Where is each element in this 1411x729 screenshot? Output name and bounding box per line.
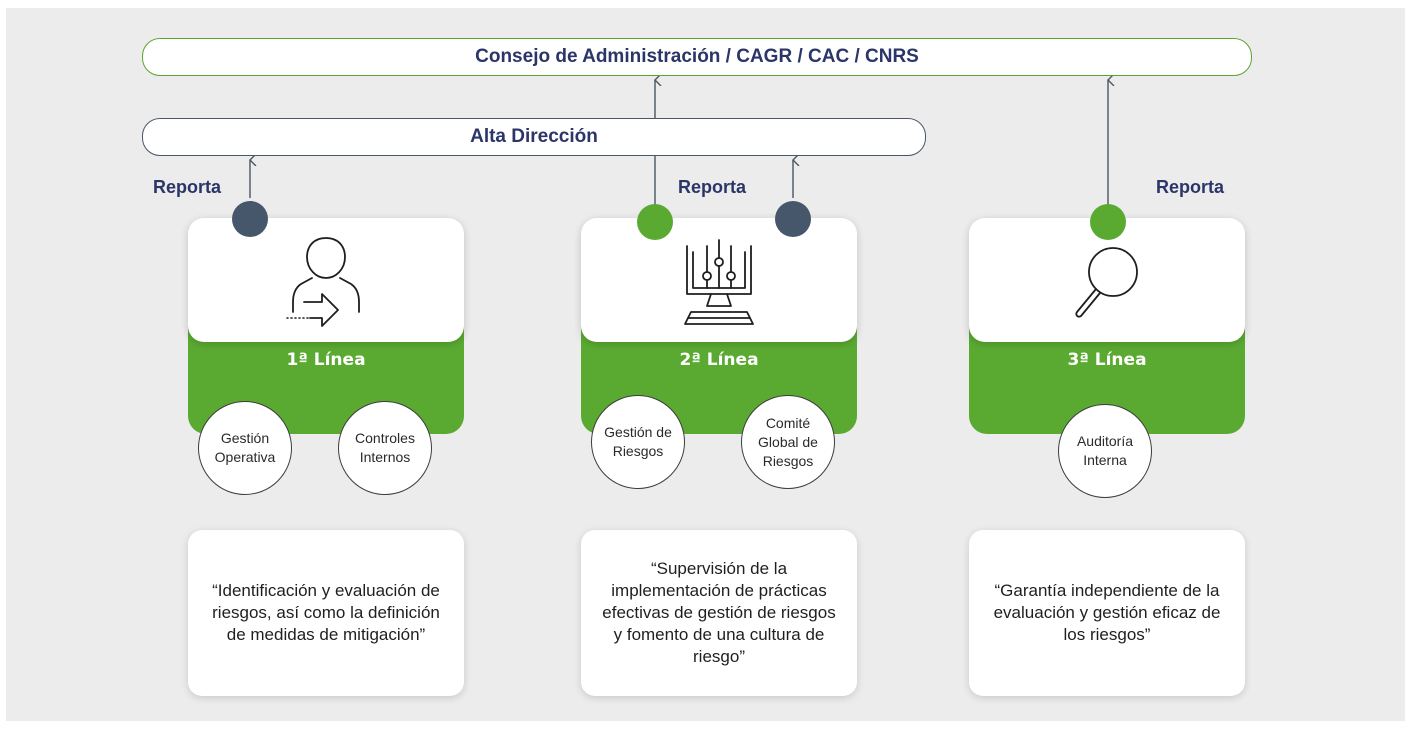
board-of-directors-banner: Consejo de Administración / CAGR / CAC /… [142, 38, 1252, 76]
description-box-line2: “Supervisión de la implementación de prá… [581, 530, 857, 696]
report-dot-line2-green [637, 204, 673, 240]
line-card-1-header [188, 218, 464, 342]
reporta-label-line3: Reporta [1156, 177, 1225, 197]
function-circle-controles-internos: Controles Internos [338, 401, 432, 495]
function-circle-auditoria-interna: Auditoría Interna [1058, 404, 1152, 498]
person-arrow-icon [286, 237, 360, 327]
line-title: 1ª Línea [286, 350, 366, 370]
magnifier-icon [1075, 247, 1138, 318]
reporta-label-line2: Reporta [678, 177, 747, 197]
board-label: Consejo de Administración / CAGR / CAC /… [475, 46, 919, 67]
report-dot-line2-dark [775, 201, 811, 237]
line-card-1: 1ª Línea [188, 218, 464, 434]
function-circle-gestion-operativa: Gestión Operativa [198, 401, 292, 495]
report-dot-line1 [232, 201, 268, 237]
control-panel-icon [684, 239, 754, 325]
description-box-line1: “Identificación y evaluación de riesgos,… [188, 530, 464, 696]
line-card-2-header [581, 218, 857, 342]
line-card-3: 3ª Línea [969, 218, 1245, 434]
function-circle-comite-global: Comité Global de Riesgos [741, 395, 835, 489]
line-card-2: 2ª Línea [581, 218, 857, 434]
reporta-label-line1: Reporta [153, 177, 222, 197]
function-circle-gestion-de-riesgos: Gestión de Riesgos [591, 395, 685, 489]
management-label: Alta Dirección [470, 126, 598, 147]
senior-management-banner: Alta Dirección [142, 118, 926, 156]
line-title: 3ª Línea [1067, 350, 1147, 370]
report-dot-line3 [1090, 204, 1126, 240]
line-title: 2ª Línea [679, 350, 759, 370]
description-box-line3: “Garantía independiente de la evaluación… [969, 530, 1245, 696]
